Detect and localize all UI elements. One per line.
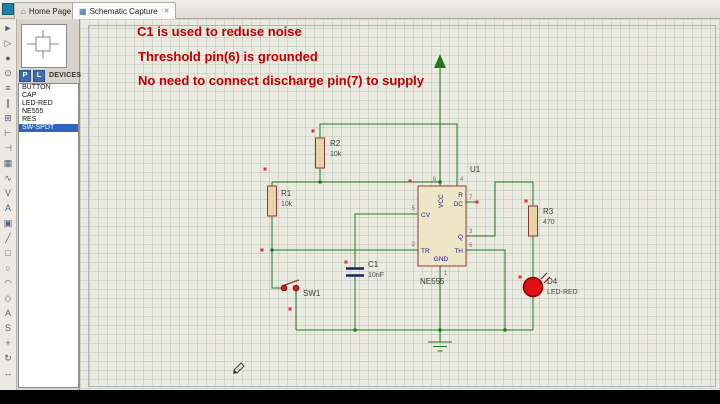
u1-pin-q-label: Q <box>458 234 463 241</box>
power-terminal[interactable] <box>434 54 446 68</box>
tab-home-page-label: Home Page <box>28 6 72 16</box>
text-script-mode-icon[interactable]: ≡ <box>5 83 11 93</box>
r2-ref-label: R2 <box>330 139 341 148</box>
u1-pin8-number: 8 <box>433 177 437 183</box>
arc-2d-icon[interactable]: ◠ <box>4 278 12 288</box>
u1-ref-label: U1 <box>470 165 481 174</box>
c1-value-label: 10nF <box>368 272 384 279</box>
selector-header: P L DEVICES <box>19 69 82 82</box>
tab-schematic-capture[interactable]: ▦ Schematic Capture ✕ <box>72 2 177 19</box>
selection-pointer-icon[interactable]: ► <box>3 23 13 33</box>
schematic-icon: ▦ <box>79 6 87 16</box>
ic-u1-ne555[interactable]: U1 NE555 VCC GND CV TR R DC Q TH 8 4 7 3… <box>412 165 481 286</box>
pin-markers <box>260 129 528 311</box>
pick-devices-button[interactable]: P <box>19 69 31 82</box>
resistor-r2[interactable]: R2 10k <box>315 137 342 169</box>
u1-pin-th-label: TH <box>454 248 463 255</box>
voltage-probe-mode-icon[interactable]: V <box>4 188 11 198</box>
line-2d-icon[interactable]: ╱ <box>5 233 11 243</box>
u1-pin-tr-label: TR <box>421 248 430 255</box>
virtual-instrument-mode-icon[interactable]: ▣ <box>3 218 13 228</box>
d4-ref-label: D4 <box>547 277 558 286</box>
wire-label-mode-icon[interactable]: ⊙ <box>4 68 12 78</box>
led-d4[interactable]: D4 LED-RED <box>522 272 578 298</box>
schematic-canvas[interactable] <box>80 19 720 390</box>
device-item-sw-spdt[interactable]: SW-SPDT <box>19 124 78 132</box>
bus-mode-icon[interactable]: ∥ <box>5 98 11 108</box>
path-2d-icon[interactable]: ◇ <box>4 293 12 303</box>
library-button[interactable]: L <box>33 69 45 82</box>
device-item-cap[interactable]: CAP <box>22 92 37 99</box>
device-item-button[interactable]: BUTTON <box>22 84 51 91</box>
annotation-text-3[interactable]: No need to connect discharge pin(7) to s… <box>138 73 425 88</box>
r2-value-label: 10k <box>330 151 342 158</box>
u1-pin7-number: 7 <box>469 195 473 201</box>
current-probe-mode-icon[interactable]: A <box>4 203 11 213</box>
rotate-icon[interactable]: ↻ <box>4 353 12 363</box>
device-item-ne555[interactable]: NE555 <box>22 108 44 115</box>
app-icon <box>2 3 14 15</box>
junction-dots <box>270 180 507 332</box>
c1-ref-label: C1 <box>368 260 379 269</box>
wires[interactable] <box>271 68 534 331</box>
schematic-drawing: R1 10k R2 10k R3 470 C1 10nF SW1 U1 NE55… <box>233 54 578 374</box>
junction-dot-mode-icon[interactable]: ● <box>5 53 11 63</box>
u1-pin-r-label: R <box>458 192 463 199</box>
device-item-led-red[interactable]: LED-RED <box>22 100 53 107</box>
capacitor-c1[interactable]: C1 10nF <box>346 260 384 279</box>
resistor-r3[interactable]: R3 470 <box>528 205 555 237</box>
close-icon[interactable]: ✕ <box>163 8 170 15</box>
annotation-text-2[interactable]: Threshold pin(6) is grounded <box>138 49 318 64</box>
u1-pin-gnd-label: GND <box>434 256 449 263</box>
r3-value-label: 470 <box>543 219 555 226</box>
graph-mode-icon[interactable]: ▦ <box>3 158 13 168</box>
u1-pin5-number: 5 <box>412 206 416 212</box>
component-mode-icon[interactable]: ▷ <box>4 38 12 48</box>
u1-pin-cv-label: CV <box>421 212 431 219</box>
switch-sw1[interactable]: SW1 <box>280 279 321 298</box>
generator-mode-icon[interactable]: ∿ <box>4 173 12 183</box>
preview-thumbnail <box>27 30 59 59</box>
u1-pin3-number: 3 <box>469 229 473 235</box>
symbol-2d-icon[interactable]: S <box>4 323 11 333</box>
u1-pin-vcc-label: VCC <box>438 194 445 208</box>
marker-2d-icon[interactable]: + <box>5 338 11 348</box>
r1-value-label: 10k <box>281 201 293 208</box>
u1-pin2-number: 2 <box>412 242 416 248</box>
subcircuit-mode-icon[interactable]: ⊞ <box>4 113 12 123</box>
text-2d-icon[interactable]: A <box>4 308 11 318</box>
d4-value-label: LED-RED <box>547 289 578 296</box>
mode-toolbar: ► ▷ ● ⊙ ≡ ∥ ⊞ ⊢ ⊣ ▦ ∿ V A ▣ ╱ □ ○ ◠ ◇ A … <box>0 19 17 390</box>
box-2d-icon[interactable]: □ <box>5 248 11 258</box>
device-list: BUTTON CAP LED-RED NE555 RES SW-SPDT <box>18 83 79 388</box>
r3-ref-label: R3 <box>543 207 554 216</box>
object-selector-panel: P L DEVICES BUTTON CAP LED-RED NE555 RES… <box>17 19 82 390</box>
device-item-res[interactable]: RES <box>22 116 37 123</box>
u1-pin-dc-label: DC <box>454 201 464 208</box>
device-pin-mode-icon[interactable]: ⊣ <box>4 143 12 153</box>
ground-terminal[interactable] <box>428 330 452 352</box>
mirror-icon[interactable]: ↔ <box>3 368 13 378</box>
tab-bar: ⌂ Home Page ✕ ▦ Schematic Capture ✕ <box>0 0 720 19</box>
r1-ref-label: R1 <box>281 189 292 198</box>
annotation-text-1[interactable]: C1 is used to reduse noise <box>137 24 302 39</box>
circle-2d-icon[interactable]: ○ <box>5 263 11 273</box>
devices-label: DEVICES <box>49 72 82 79</box>
pencil-cursor-icon <box>233 362 245 374</box>
u1-pin6-number: 6 <box>469 243 473 249</box>
terminal-mode-icon[interactable]: ⊢ <box>4 128 12 138</box>
sw1-ref-label: SW1 <box>303 289 321 298</box>
u1-pin1-number: 1 <box>444 271 448 277</box>
bottom-letterbox <box>0 390 720 404</box>
resistor-r1[interactable]: R1 10k <box>267 185 293 217</box>
tab-schematic-capture-label: Schematic Capture <box>89 6 158 16</box>
home-icon: ⌂ <box>21 6 26 16</box>
u1-part-label: NE555 <box>420 277 445 286</box>
overview-preview[interactable] <box>21 24 67 68</box>
u1-pin4-number: 4 <box>460 177 464 183</box>
